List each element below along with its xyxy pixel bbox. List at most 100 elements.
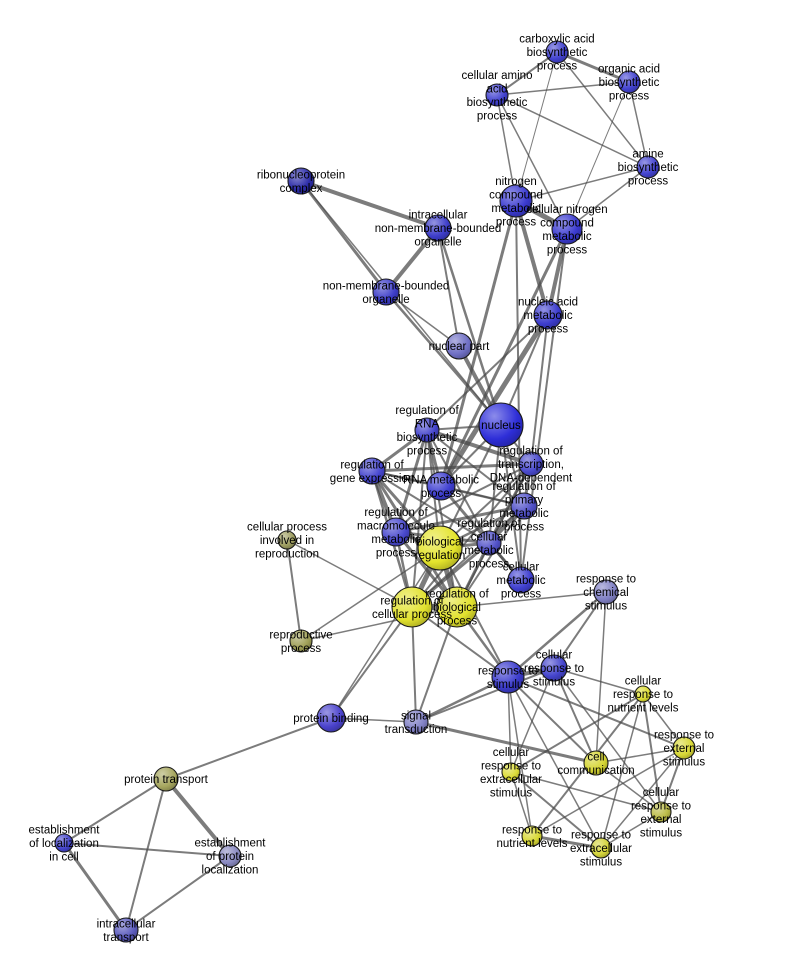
edge-nmb-organelle--nucleus	[384, 290, 503, 427]
edge-reg-gene-expression--reg-cellular-metabolic	[371, 470, 490, 544]
edge-amine--nitrogen-compound	[515, 166, 649, 202]
node-reg-transcription[interactable]	[518, 451, 544, 477]
edge-cellular-response-extracellular--response-extracellular	[510, 771, 602, 849]
node-intracellular-transport[interactable]	[113, 917, 139, 943]
node-reg-cellular-process[interactable]	[391, 586, 433, 628]
node-reg-cellular-metabolic[interactable]	[476, 530, 502, 556]
edge-nucleic-acid-metabolic--reg-rna-biosynthetic	[426, 314, 549, 431]
edge-cell-communication--signal-transduction	[414, 720, 598, 765]
node-reg-rna-biosynthetic[interactable]	[414, 417, 440, 443]
node-cellular-response-extracellular[interactable]	[501, 762, 521, 782]
edge-amino-acid--nitrogen-compound	[496, 94, 517, 202]
edge-reproductive-process--reg-biological-process	[300, 606, 458, 642]
node-signal-transduction[interactable]	[403, 709, 429, 735]
node-ribonucleoprotein-complex[interactable]	[287, 167, 315, 195]
edge-est-localization-cell--est-protein-localization	[63, 842, 231, 857]
edge-reg-rna-biosynthetic--reg-cellular-process	[411, 429, 428, 608]
node-response-nutrient[interactable]	[521, 825, 543, 847]
node-nitrogen-compound[interactable]	[499, 184, 533, 218]
node-cell-communication[interactable]	[583, 750, 609, 776]
node-response-stimulus[interactable]	[491, 660, 525, 694]
edge-response-stimulus--response-external	[507, 676, 685, 749]
edge-amine--cellular-nitrogen-compound	[566, 166, 649, 230]
edge-cellular-response-stimulus--cellular-response-nutrient	[553, 667, 644, 695]
edge-response-stimulus--cell-communication	[507, 676, 597, 764]
node-nucleic-acid-metabolic[interactable]	[533, 300, 563, 330]
node-biological-regulation[interactable]	[417, 525, 463, 571]
node-reg-gene-expression[interactable]	[358, 457, 386, 485]
edge-nuclear-part--nmb-organelle	[385, 291, 460, 347]
node-cellular-metabolic[interactable]	[507, 566, 535, 594]
node-carboxylic-acid[interactable]	[545, 40, 569, 64]
node-cellular-response-external[interactable]	[650, 801, 672, 823]
node-intracellular-nmb-organelle[interactable]	[424, 214, 452, 242]
edge-organic-acid--cellular-nitrogen-compound	[566, 81, 630, 230]
edge-cellular-response-nutrient--cellular-response-extracellular	[510, 693, 644, 773]
edge-nucleus--biological-regulation	[439, 424, 502, 549]
edge-response-chemical--cell-communication	[595, 591, 607, 764]
edge-reg-primary-metabolic--reg-macromolecule-metabolic	[394, 504, 526, 534]
node-response-chemical[interactable]	[593, 579, 619, 605]
edge-carboxylic-acid--organic-acid	[555, 50, 631, 84]
edge-protein-transport--est-localization-cell	[63, 778, 167, 844]
edge-nitrogen-compound--nucleic-acid-metabolic	[514, 199, 550, 317]
node-reg-biological-process[interactable]	[436, 586, 478, 628]
node-cellular-response-stimulus[interactable]	[540, 654, 568, 682]
edge-nuclear-part--intracellular-nmb-organelle	[437, 227, 460, 347]
edge-cellular-response-nutrient--response-extracellular	[600, 693, 644, 849]
edge-cell-process-reproduction--reg-cellular-process	[286, 539, 413, 608]
nodes-layer	[54, 40, 696, 943]
node-reg-primary-metabolic[interactable]	[510, 492, 538, 520]
edge-protein-binding--protein-transport	[165, 717, 332, 780]
edge-response-stimulus--signal-transduction	[414, 675, 510, 724]
node-cellular-response-nutrient[interactable]	[634, 685, 652, 703]
node-est-localization-cell[interactable]	[54, 833, 74, 853]
edge-carboxylic-acid--amino-acid	[496, 51, 558, 96]
node-organic-acid[interactable]	[617, 70, 641, 94]
node-reproductive-process[interactable]	[289, 629, 313, 653]
node-cellular-nitrogen-compound[interactable]	[551, 213, 583, 245]
edge-intracellular-nmb-organelle--nucleus	[436, 226, 503, 427]
edge-cellular-nitrogen-compound--cellular-metabolic	[520, 228, 568, 581]
edge-carboxylic-acid--amine	[556, 51, 649, 168]
edge-cell-communication--cellular-response-external	[595, 762, 662, 813]
node-est-protein-localization[interactable]	[218, 844, 242, 868]
edge-reg-biological-process--response-chemical	[456, 591, 607, 608]
edge-nucleic-acid-metabolic--rna-metabolic	[438, 312, 551, 489]
edge-protein-transport--est-protein-localization	[164, 777, 232, 858]
node-reg-macromolecule-metabolic[interactable]	[381, 517, 411, 547]
node-amine[interactable]	[636, 155, 660, 179]
node-nuclear-part[interactable]	[445, 332, 473, 360]
node-protein-transport[interactable]	[153, 766, 179, 792]
edge-response-external--response-nutrient	[531, 747, 685, 837]
edge-reg-transcription--reg-gene-expression	[370, 462, 533, 473]
node-nucleus[interactable]	[478, 402, 524, 448]
node-response-external[interactable]	[672, 736, 696, 760]
edge-organic-acid--amine	[628, 81, 649, 168]
edge-cellular-response-stimulus--cellular-response-extracellular	[510, 667, 555, 773]
node-response-extracellular[interactable]	[590, 837, 612, 859]
edge-est-localization-cell--intracellular-transport	[62, 841, 128, 932]
edge-amino-acid--cellular-nitrogen-compound	[496, 94, 568, 230]
node-protein-binding[interactable]	[316, 703, 346, 733]
edge-amino-acid--amine	[496, 94, 649, 168]
edge-reg-transcription--reg-macromolecule-metabolic	[395, 463, 532, 533]
node-cell-process-reproduction[interactable]	[277, 530, 297, 550]
edge-est-protein-localization--intracellular-transport	[125, 855, 231, 931]
edge-nucleic-acid-metabolic--reg-transcription	[530, 314, 549, 465]
edge-response-stimulus--response-nutrient	[507, 676, 533, 837]
edge-reproductive-process--biological-regulation	[300, 547, 441, 642]
node-nmb-organelle[interactable]	[372, 278, 400, 306]
edge-response-chemical--response-stimulus	[506, 590, 608, 679]
edge-cell-process-reproduction--reproductive-process	[286, 539, 302, 642]
edge-protein-binding--biological-regulation	[330, 547, 441, 719]
edge-ribonucleoprotein-complex--intracellular-nmb-organelle	[299, 179, 440, 230]
edge-ribonucleoprotein-complex--nmb-organelle	[299, 179, 388, 294]
node-amino-acid[interactable]	[485, 83, 509, 107]
node-rna-metabolic[interactable]	[426, 471, 456, 501]
edge-reg-transcription--reg-cellular-process	[411, 463, 532, 608]
edge-response-stimulus--response-extracellular	[507, 676, 602, 849]
